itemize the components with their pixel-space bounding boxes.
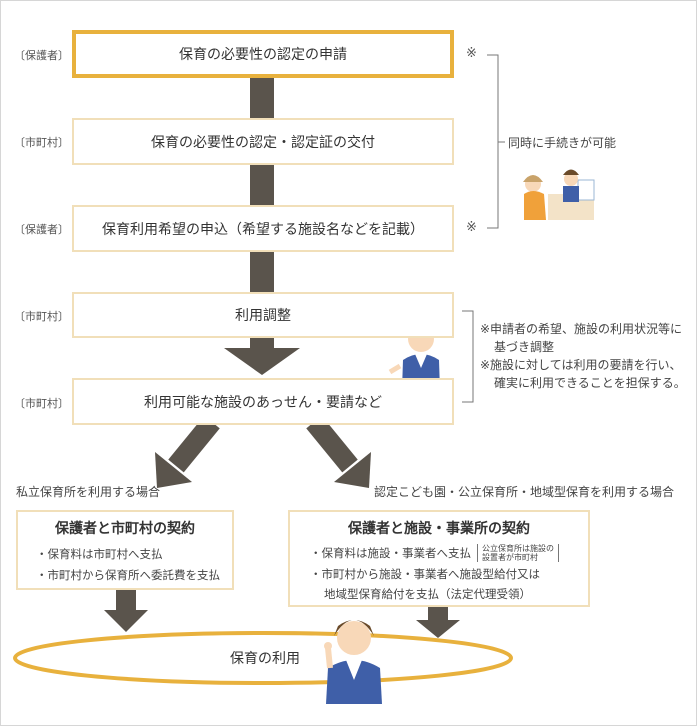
final-ellipse [13, 631, 513, 685]
contract-card-line: ・保育料は施設・事業者へ支払 [310, 546, 471, 560]
adjustment-notes: ※申請者の希望、施設の利用状況等に 基づき調整 ※施設に対しては利用の要請を行い… [480, 320, 686, 392]
bracket-note-line: 設置者が市町村 [482, 553, 538, 562]
consultation-illustration-icon [523, 169, 595, 220]
adjustment-bracket [462, 310, 474, 403]
asterisk-mark-2: ※ [466, 220, 477, 235]
adjustment-note-line-2: 基づき調整 [494, 340, 555, 354]
actor-label-municipality-1: 〔市町村〕 [14, 136, 69, 149]
step-box-adjustment: 利用調整 [72, 292, 454, 338]
public-facility-bracket-note: 公立保育所は施設の 設置者が市町村 [477, 544, 559, 562]
arrow-4-to-5 [224, 338, 300, 375]
arrow-left-branch [155, 415, 220, 488]
connector-1-2 [250, 78, 274, 118]
actor-label-municipality-3: 〔市町村〕 [14, 397, 69, 410]
bracket-note-line: 公立保育所は施設の [482, 544, 554, 553]
contract-card-line-row: ・保育料は施設・事業者へ支払 公立保育所は施設の 設置者が市町村 [310, 544, 588, 562]
contract-card-line: ・保育料は市町村へ支払 [36, 547, 163, 561]
adjustment-note-line-4: 確実に利用できることを担保する。 [494, 376, 686, 390]
adjustment-note-line-3: ※施設に対しては利用の要請を行い、 [480, 358, 682, 372]
step-label-placement: 利用可能な施設のあっせん・要請など [144, 394, 382, 411]
contract-card-line: ・市町村から保育所へ委託費を支払 [36, 568, 220, 582]
contract-card-title: 保護者と施設・事業所の契約 [348, 521, 530, 537]
step-box-application: 保育の必要性の認定の申請 [72, 30, 454, 78]
final-use-label: 保育の利用 [230, 651, 300, 667]
actor-label-guardian-2: 〔保護者〕 [14, 223, 69, 236]
simultaneous-bracket [487, 54, 505, 229]
actor-label-guardian-1: 〔保護者〕 [14, 49, 69, 62]
contract-card-line: ・市町村から施設・事業者へ施設型給付又は [310, 567, 540, 581]
arrow-right-branch [306, 415, 371, 488]
arrow-right-down [416, 607, 460, 638]
arrow-left-down [104, 588, 148, 632]
adjustment-note-line-1: ※申請者の希望、施設の利用状況等に [480, 322, 683, 336]
connector-3-4 [250, 252, 274, 292]
simultaneous-note: 同時に手続きが可能 [508, 136, 617, 150]
step-label-request: 保育利用希望の申込（希望する施設名などを記載） [102, 221, 424, 238]
asterisk-mark-1: ※ [466, 46, 477, 61]
actor-label-municipality-2: 〔市町村〕 [14, 310, 69, 323]
step-box-certification: 保育の必要性の認定・認定証の交付 [72, 118, 454, 165]
guide-illustration-icon [324, 620, 382, 704]
step-box-placement: 利用可能な施設のあっせん・要請など [72, 378, 454, 425]
branch-label-private: 私立保育所を利用する場合 [16, 485, 161, 499]
contract-card-municipality: 保護者と市町村の契約 ・保育料は市町村へ支払 ・市町村から保育所へ委託費を支払 [16, 510, 234, 590]
step-label-adjustment: 利用調整 [235, 308, 291, 324]
branch-label-public: 認定こども園・公立保育所・地域型保育を利用する場合 [374, 485, 675, 499]
step-label-certification: 保育の必要性の認定・認定証の交付 [151, 134, 375, 151]
contract-card-title: 保護者と市町村の契約 [55, 521, 195, 537]
contract-card-facility: 保護者と施設・事業所の契約 ・保育料は施設・事業者へ支払 公立保育所は施設の 設… [288, 510, 590, 607]
contract-card-line: 地域型保育給付を支払（法定代理受領） [324, 587, 531, 601]
connector-2-3 [250, 165, 274, 205]
step-label-application: 保育の必要性の認定の申請 [179, 47, 347, 63]
step-box-request: 保育利用希望の申込（希望する施設名などを記載） [72, 205, 454, 252]
